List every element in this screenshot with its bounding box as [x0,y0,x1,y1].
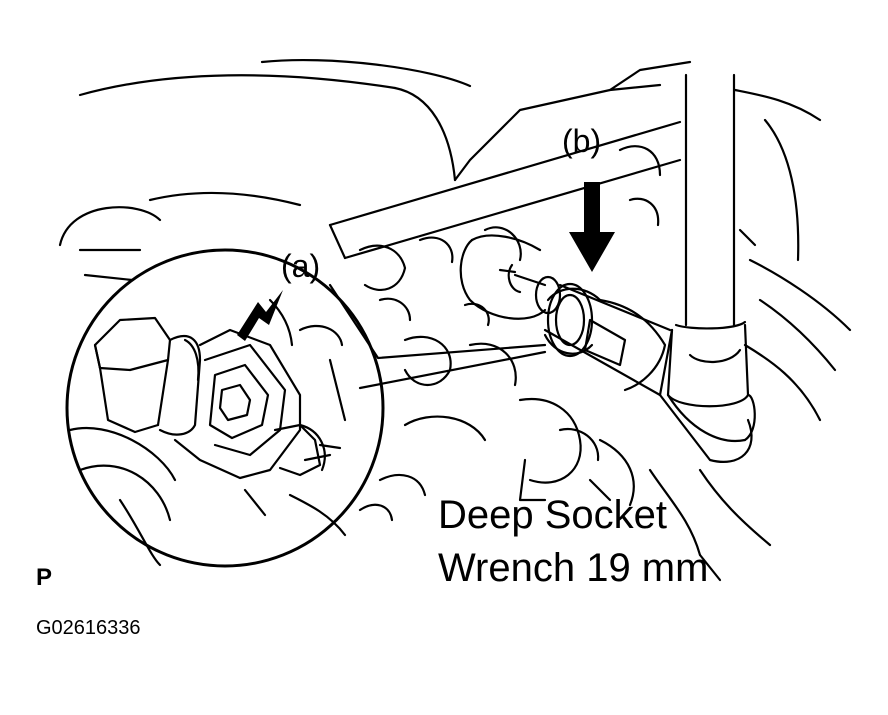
arrow-b [569,182,615,272]
arrow-a [237,290,283,341]
magnified-connector-view [65,248,385,568]
tool-caption-line-2: Wrench 19 mm [438,546,709,590]
view-letter: P [36,564,53,591]
magnifier-callout-lines [328,283,547,390]
tool-caption-line-1: Deep Socket [438,493,668,537]
callout-label-a: (a) [281,248,321,284]
deep-socket [459,234,753,463]
callout-label-b: (b) [562,123,602,159]
wrench-extension-bar [666,73,756,442]
engine-background-lines [58,58,852,582]
figure-id: G02616336 [36,617,141,639]
